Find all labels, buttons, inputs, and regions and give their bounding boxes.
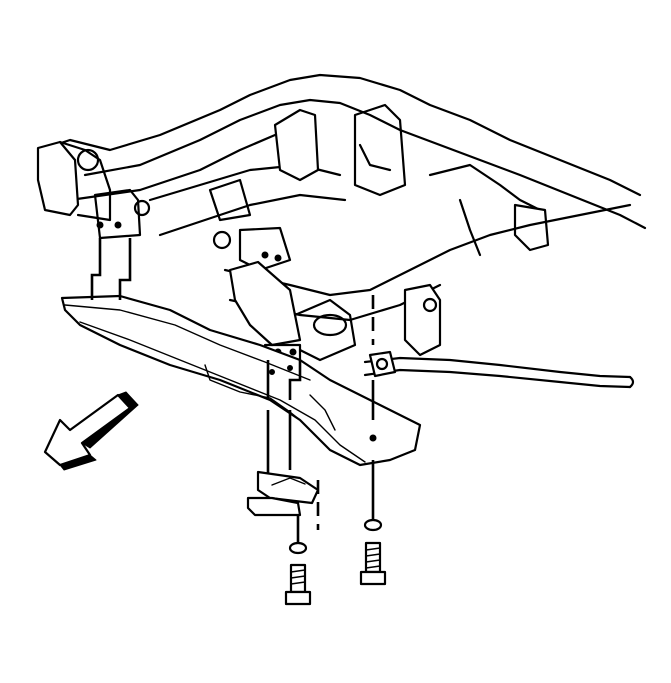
alignment-guides xyxy=(90,238,375,545)
skid-plate xyxy=(60,294,422,467)
mounting-bracket xyxy=(246,470,320,517)
direction-arrow-icon xyxy=(43,391,139,471)
bolt-left xyxy=(284,563,312,606)
washer-left xyxy=(288,541,308,555)
washer-right xyxy=(363,518,383,532)
bolt-right xyxy=(359,541,387,586)
vehicle-frame xyxy=(36,73,647,362)
stabilizer-bar xyxy=(363,350,635,389)
